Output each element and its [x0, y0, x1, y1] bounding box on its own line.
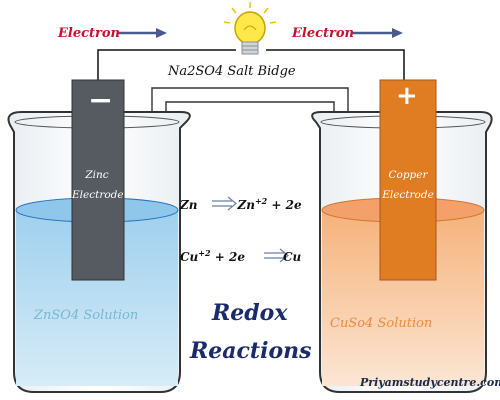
copper-electrode-label: Copper Electrode — [380, 165, 436, 205]
electron-arrow-left — [118, 28, 167, 38]
copper-electrode — [379, 79, 437, 281]
diagram-title-line2: Reactions — [190, 338, 312, 364]
salt-bridge-label: Na2SO4 Salt Bidge — [168, 64, 296, 79]
eq2-product: Cu — [282, 250, 302, 264]
reaction-arrow-oxidation — [212, 196, 237, 211]
eq1-reactant: Zn — [180, 198, 198, 212]
electron-flow-label-right: Electron — [292, 26, 355, 41]
cathode-positive-sign: + — [396, 81, 418, 111]
electron-arrow-right — [352, 28, 403, 38]
eq2-electrons: + 2e — [210, 250, 245, 264]
eq2-charge: +2 — [198, 248, 211, 258]
anode-negative-sign: − — [88, 83, 114, 118]
copper-electrode-label-line1: Copper — [388, 169, 428, 181]
zinc-sulfate-solution-label: ZnSO4 Solution — [34, 308, 139, 323]
eq1-product: Zn — [237, 198, 255, 212]
copper-sulfate-solution-label: CuSo4 Solution — [330, 316, 433, 331]
reaction-arrow-reduction — [264, 248, 289, 263]
eq1-electrons: + 2e — [267, 198, 302, 212]
eq1-charge: +2 — [254, 196, 268, 206]
zinc-electrode-label-line1: Zinc — [85, 169, 109, 181]
copper-electrode-label-line2: Electrode — [382, 189, 434, 201]
light-bulb-icon — [223, 2, 277, 55]
left-beaker — [7, 111, 191, 393]
zinc-electrode-label-line2: Electrode — [72, 189, 124, 201]
electron-flow-label-left: Electron — [58, 26, 121, 41]
zinc-electrode — [71, 79, 125, 281]
diagram-title-line1: Redox — [212, 300, 288, 326]
zinc-electrode-label: Zinc Electrode — [72, 165, 124, 205]
eq2-reactant: Cu — [180, 250, 199, 264]
website-credit: Priyamstudycentre.com — [360, 376, 500, 389]
external-circuit-wire — [97, 49, 405, 88]
